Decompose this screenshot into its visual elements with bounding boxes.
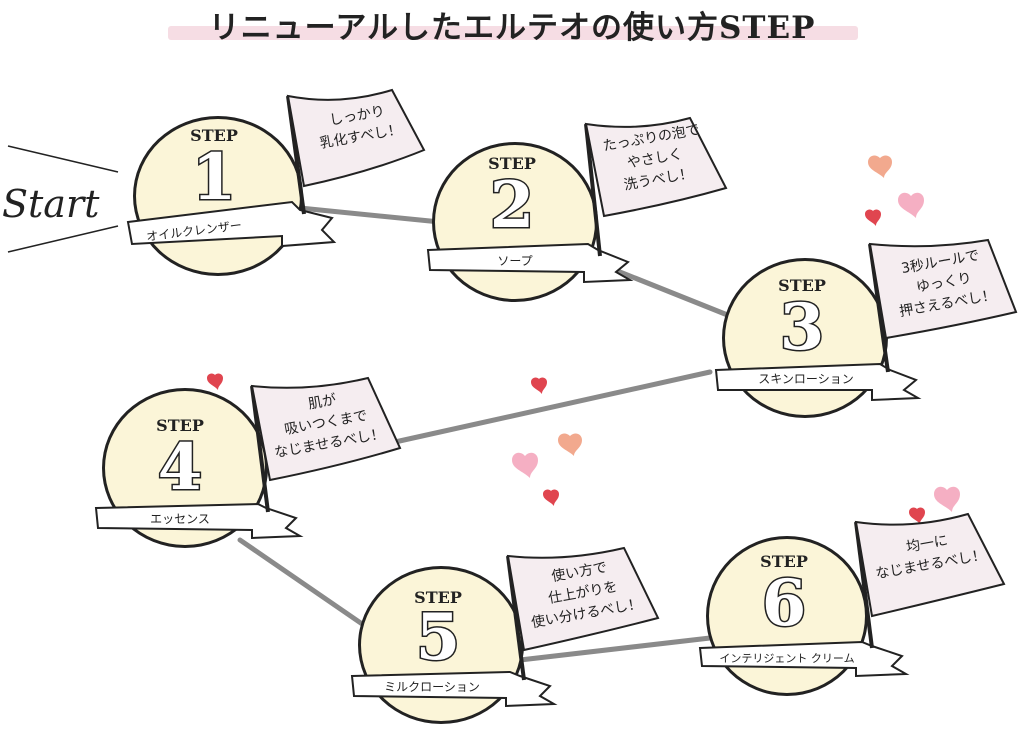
heart-icon [934, 486, 960, 512]
flag-4 [250, 376, 402, 482]
title-highlight [168, 26, 858, 40]
path-4-5 [237, 537, 371, 631]
step-5-word: STEP [414, 588, 462, 607]
step-1-number: 1 [190, 139, 238, 217]
heart-icon [531, 377, 547, 394]
page-title: リニューアルしたエルテオの使い方STEP [208, 10, 816, 46]
step-6-number: 6 [760, 565, 808, 643]
flag-pole-4 [250, 385, 270, 513]
step-4-product: エッセンス [150, 512, 210, 526]
step-2-word: STEP [488, 154, 536, 173]
heart-icon [558, 433, 582, 456]
step-1-word: STEP [190, 126, 238, 145]
step-5-number: 5 [414, 599, 462, 677]
path-5-6 [517, 635, 713, 663]
step-2-number: 2 [488, 167, 536, 245]
start-label: Start [2, 182, 100, 226]
flag-pole-2 [584, 123, 602, 257]
heart-icon [512, 452, 538, 478]
step-4-word: STEP [156, 416, 204, 435]
heart-icon [898, 192, 924, 218]
flags [250, 88, 1018, 681]
step-6-circle [706, 536, 868, 696]
step-5-product: ミルクローション [384, 680, 480, 694]
ribbon-3 [714, 362, 922, 402]
path-1-2 [297, 205, 443, 225]
heart-icon [865, 209, 881, 226]
ribbon-2 [426, 242, 634, 284]
flag-2 [584, 116, 728, 218]
ribbon-5 [350, 670, 558, 708]
step-4-number: 4 [156, 429, 204, 507]
step-6-product: インテリジェント クリーム [719, 652, 855, 665]
heart-icon [909, 507, 925, 524]
step-3-product: スキンローション [758, 372, 854, 386]
ribbon-6 [698, 640, 910, 678]
start-line-top [7, 145, 119, 173]
heart-icon [543, 489, 559, 506]
heart-icon [868, 155, 892, 178]
flag-5 [506, 546, 660, 652]
flag-3 [868, 238, 1018, 340]
step-2-product: ソープ [497, 254, 533, 268]
step-1-circle [133, 116, 303, 276]
step-path [237, 205, 738, 663]
flag-1 [286, 88, 426, 188]
step-2-circle [432, 142, 598, 302]
flag-6 [854, 512, 1006, 618]
step-3-word: STEP [778, 276, 826, 295]
step-3-number: 3 [778, 289, 826, 367]
title-area: リニューアルしたエルテオの使い方STEP [0, 0, 1024, 48]
hearts [207, 155, 960, 524]
step-3-circle [722, 258, 888, 418]
ribbon-4 [94, 502, 304, 540]
ribbon-1 [126, 200, 337, 248]
path-3-4 [392, 369, 713, 445]
ribbons [94, 200, 922, 708]
step-6-word: STEP [760, 552, 808, 571]
heart-icon [207, 373, 223, 390]
start-line-bottom [7, 225, 119, 253]
